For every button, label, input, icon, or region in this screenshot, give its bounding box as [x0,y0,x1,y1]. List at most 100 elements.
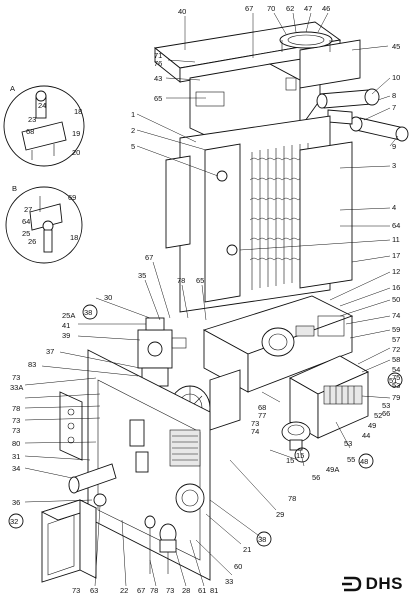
part-label: 64 [22,217,30,226]
part-label: 3 [392,161,396,170]
bottom-fittings [144,515,177,574]
front-panel [87,349,211,581]
circled-part-label: 48 [360,457,368,466]
part-label: 24 [38,101,46,110]
side-strip [59,391,83,461]
circled-part-label: 51 [389,376,397,385]
part-label: 25A [62,311,75,320]
part-label: 69 [68,193,76,202]
part-label: 76 [154,59,162,68]
part-label: 57 [392,335,400,344]
part-label: 79 [392,393,400,402]
part-label: 71 [154,51,162,60]
thermostat-pipe [68,463,117,507]
part-label: 20 [72,148,80,157]
part-label: 21 [243,545,251,554]
part-label: 62 [286,4,294,13]
part-label: 33A [10,383,23,392]
part-label: 78 [150,586,158,595]
part-label: 8 [392,91,396,100]
detail-a-label: A [10,84,15,93]
flue-pipes [316,88,409,142]
part-label: 5 [131,142,135,151]
flue-hood [153,21,361,143]
part-label: 58 [392,355,400,364]
part-label: 2 [131,126,135,135]
part-label: 43 [154,74,162,83]
part-label: 78 [12,404,20,413]
part-label: 46 [322,4,330,13]
part-label: 61 [198,586,206,595]
part-label: 65 [154,94,162,103]
part-label: 17 [392,251,400,260]
part-label: 73 [12,373,20,382]
gas-valve [137,317,187,387]
part-label: 78 [177,276,185,285]
part-label: 68 [26,127,34,136]
part-label: 29 [276,510,284,519]
part-label: 12 [392,267,400,276]
part-label: 34 [12,464,20,473]
part-label: 55 [347,455,355,464]
part-label: 50 [392,295,400,304]
part-label: 67 [245,4,253,13]
part-label: 70 [267,4,275,13]
circled-part-label: 38 [84,308,92,317]
part-label: 39 [62,331,70,340]
part-label: 11 [392,235,400,244]
part-label: 74 [392,311,400,320]
part-label: 73 [12,416,20,425]
control-box [289,355,369,439]
part-label: 7 [392,103,396,112]
part-label: 54 [392,365,400,374]
part-label: 60 [234,562,242,571]
part-label: 47 [304,4,312,13]
part-label: 40 [178,7,186,16]
part-label: 53 [344,439,352,448]
part-label: 1 [131,110,135,119]
dhs-logo: DHS [341,574,403,594]
burner-chamber [202,295,354,393]
selector-knob [281,421,311,451]
part-label: 65 [196,276,204,285]
part-label: 36 [12,498,20,507]
part-labels: 40 67 70 62 47 46 45 71 76 43 65 10 8 7 … [10,4,400,595]
part-label: 22 [120,586,128,595]
part-label: 18 [70,233,78,242]
part-label: 59 [392,325,400,334]
leader-lines [24,12,399,587]
part-label: 52 [374,411,382,420]
part-label: 81 [210,586,218,595]
part-label: 83 [28,360,36,369]
part-label: 78 [288,494,296,503]
circled-part-label: 38 [258,535,266,544]
dhs-logo-arrow-icon [341,576,361,592]
part-label: 56 [312,473,320,482]
part-label: 66 [382,409,390,418]
part-label: 49 [368,421,376,430]
part-label: 68 [258,403,266,412]
detail-b-inset: B [5,184,83,264]
part-label: 18 [74,107,82,116]
part-label: 63 [90,586,98,595]
part-label: 72 [392,345,400,354]
part-label: 4 [392,203,396,212]
circled-part-label: 32 [10,517,18,526]
part-label: 74 [251,427,259,436]
part-label: 67 [145,253,153,262]
part-label: 80 [12,439,20,448]
part-label: 53 [392,381,400,390]
part-label: 64 [392,221,400,230]
circled-part-label: 15 [296,451,304,460]
part-label: 16 [392,283,400,292]
part-label: 28 [182,586,190,595]
part-label: 19 [72,129,80,138]
part-label: 15 [286,456,294,465]
part-label: 73 [72,586,80,595]
part-label: 31 [12,452,20,461]
detail-b-label: B [12,184,17,193]
part-label: 44 [362,431,370,440]
part-label: 9 [392,142,396,151]
logo-text: DHS [365,574,403,593]
